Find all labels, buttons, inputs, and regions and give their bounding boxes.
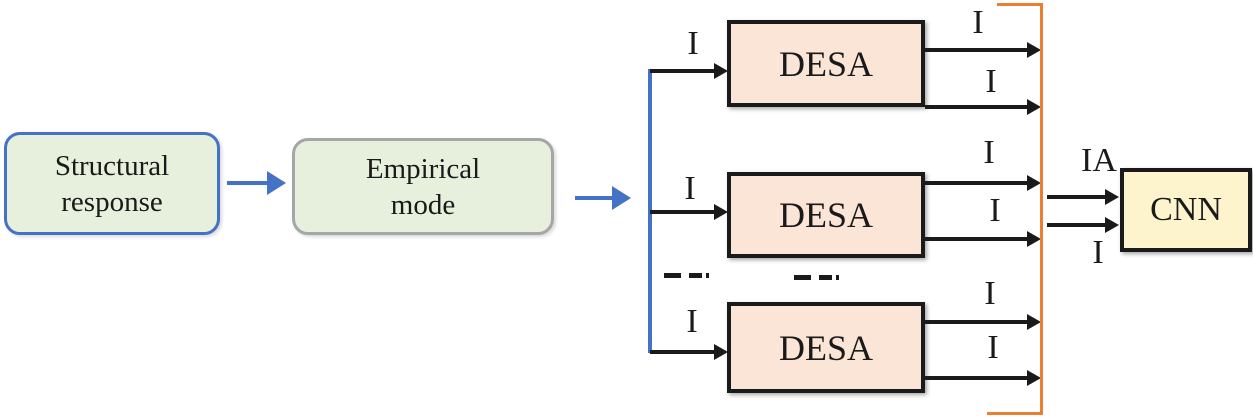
- arrow-structural-to-empirical-shaft: [227, 180, 269, 186]
- label-desa1-out1: I: [972, 4, 984, 41]
- node-cnn-label: CNN: [1150, 191, 1222, 228]
- arrow-empirical-to-split-head: [612, 186, 631, 210]
- node-cnn: CNN: [1120, 168, 1252, 252]
- split-line: [648, 69, 652, 353]
- arrow-input-desa1-head: [714, 63, 728, 79]
- arrow-input-desa2-shaft: [650, 210, 714, 214]
- arrow-input-desa2-head: [714, 204, 728, 220]
- arrow-empirical-to-split-shaft: [575, 195, 613, 201]
- node-structural-response-line1: Structural: [54, 149, 170, 182]
- node-desa-3-label: DESA: [778, 327, 873, 368]
- label-input-desa2: I: [684, 170, 696, 207]
- collector-bracket-vertical: [1040, 3, 1043, 415]
- ellipsis-dashes-left: [664, 273, 709, 278]
- arrow-structural-to-empirical-head: [267, 171, 286, 195]
- node-desa-1-label: DESA: [778, 43, 873, 84]
- node-desa-2: DESA: [727, 172, 925, 258]
- arrow-desa2-out2-shaft: [925, 237, 1028, 241]
- arrow-desa2-out2-head: [1027, 231, 1041, 247]
- arrow-desa1-out1-head: [1027, 42, 1041, 58]
- arrow-desa1-out1-shaft: [925, 48, 1028, 52]
- node-desa-3: DESA: [727, 302, 925, 393]
- label-desa2-out2: I: [989, 192, 1001, 229]
- label-cnn-input-ia: IA: [1081, 142, 1117, 179]
- arrow-bracket-to-cnn-bottom-shaft: [1047, 223, 1105, 227]
- arrow-input-desa1-shaft: [650, 69, 714, 73]
- node-desa-2-label: DESA: [778, 195, 873, 235]
- label-input-desa1: I: [687, 25, 699, 62]
- arrow-desa3-out1-shaft: [925, 320, 1028, 324]
- label-cnn-input-i: I: [1092, 234, 1104, 271]
- label-desa1-out2: I: [985, 63, 997, 100]
- node-structural-response: Structural response: [4, 132, 220, 235]
- node-empirical-mode: Empirical mode: [292, 138, 554, 235]
- arrow-desa2-out1-head: [1027, 175, 1041, 191]
- arrow-desa1-out2-head: [1027, 99, 1041, 115]
- arrow-input-desa3-shaft: [650, 350, 714, 354]
- arrow-desa1-out2-shaft: [925, 105, 1028, 109]
- arrow-desa2-out1-shaft: [925, 181, 1028, 185]
- arrow-bracket-to-cnn-top-shaft: [1047, 195, 1105, 199]
- collector-bracket-top: [997, 3, 1043, 6]
- arrow-desa3-out1-head: [1027, 314, 1041, 330]
- label-desa2-out1: I: [983, 134, 995, 171]
- arrow-bracket-to-cnn-bottom-head: [1105, 217, 1119, 233]
- collector-bracket-bottom: [987, 412, 1043, 415]
- node-structural-response-line2: response: [61, 185, 163, 218]
- node-empirical-mode-line2: mode: [390, 188, 456, 221]
- label-desa3-out1: I: [984, 275, 996, 312]
- arrow-desa3-out2-head: [1027, 370, 1041, 386]
- arrow-desa3-out2-shaft: [925, 376, 1028, 380]
- node-desa-1: DESA: [727, 20, 925, 107]
- arrow-bracket-to-cnn-top-head: [1105, 189, 1119, 205]
- label-desa3-out2: I: [987, 329, 999, 366]
- label-input-desa3: I: [686, 303, 698, 340]
- node-empirical-mode-line1: Empirical: [365, 152, 481, 185]
- ellipsis-dashes-right: [794, 275, 839, 280]
- arrow-input-desa3-head: [714, 344, 728, 360]
